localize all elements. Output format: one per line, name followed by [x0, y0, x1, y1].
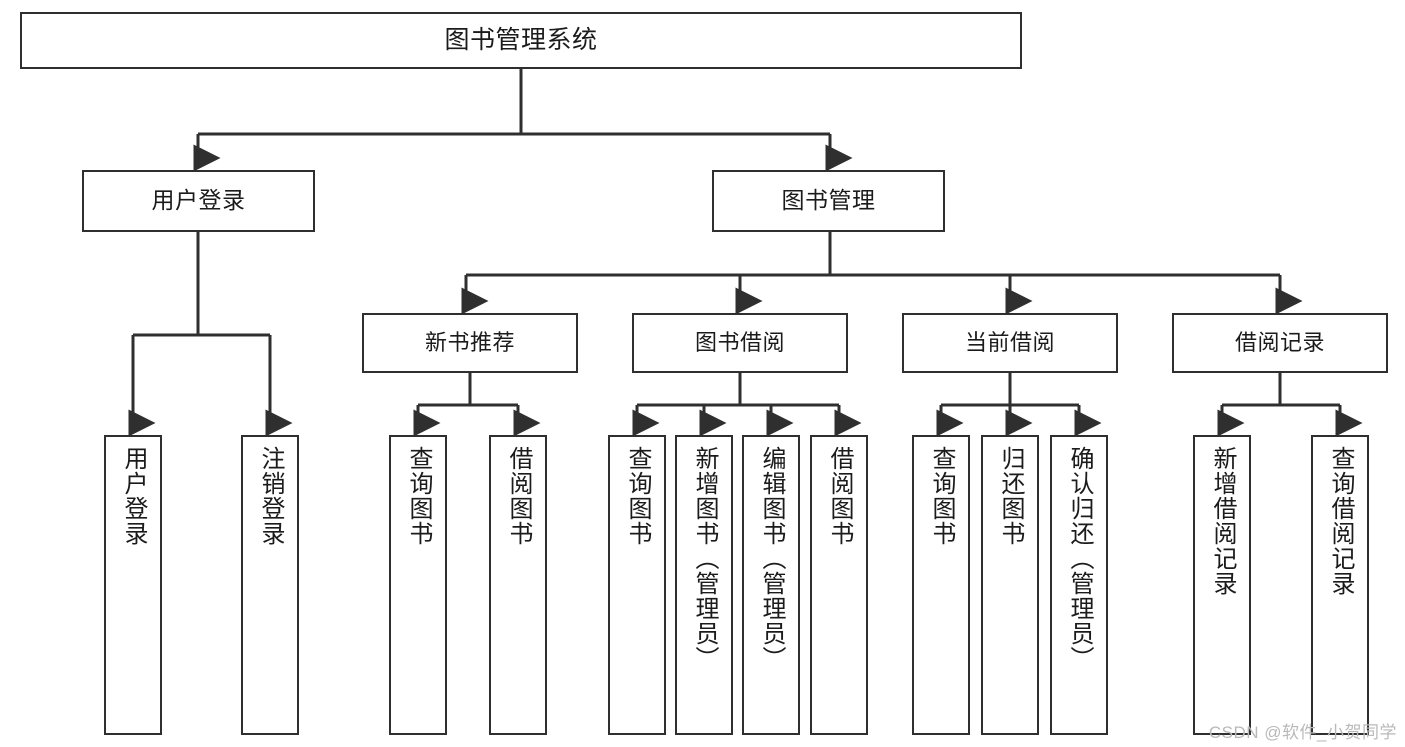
node-user-login[interactable]: 用户登录	[82, 170, 315, 232]
node-label: 归还图书	[996, 446, 1024, 546]
node-label: 查询图书	[927, 446, 955, 546]
leaf-borrow-book[interactable]: 借阅图书	[810, 435, 868, 735]
node-label: 新增图书（管理员）	[690, 446, 718, 671]
leaf-return-book[interactable]: 归还图书	[981, 435, 1039, 735]
node-root-system[interactable]: 图书管理系统	[20, 12, 1022, 69]
node-label: 用户登录	[151, 187, 246, 214]
node-label: 编辑图书（管理员）	[757, 446, 785, 671]
leaf-logout-login[interactable]: 注销登录	[241, 435, 299, 735]
node-book-management[interactable]: 图书管理	[712, 170, 945, 232]
node-label: 用户登录	[119, 446, 147, 546]
leaf-borrow-book-recommend[interactable]: 借阅图书	[489, 435, 547, 735]
leaf-query-book-recommend[interactable]: 查询图书	[389, 435, 447, 735]
leaf-confirm-return-admin[interactable]: 确认归还（管理员）	[1050, 435, 1108, 735]
watermark-text: CSDN @软件_小贺同学	[1208, 723, 1397, 742]
leaf-add-book-admin[interactable]: 新增图书（管理员）	[675, 435, 733, 735]
node-label: 当前借阅	[964, 329, 1055, 355]
leaf-query-borrow-record[interactable]: 查询借阅记录	[1311, 435, 1369, 735]
node-label: 确认归还（管理员）	[1065, 446, 1093, 671]
leaf-user-login[interactable]: 用户登录	[104, 435, 162, 735]
node-label: 新增借阅记录	[1208, 446, 1236, 596]
node-label: 查询图书	[623, 446, 651, 546]
node-label: 图书管理系统	[444, 25, 598, 54]
node-label: 新书推荐	[424, 329, 515, 355]
node-book-borrow[interactable]: 图书借阅	[632, 313, 848, 373]
node-current-borrow[interactable]: 当前借阅	[902, 313, 1118, 373]
node-label: 图书管理	[781, 187, 876, 214]
node-label: 借阅记录	[1234, 329, 1325, 355]
node-label: 注销登录	[256, 446, 284, 546]
node-borrow-record[interactable]: 借阅记录	[1172, 313, 1388, 373]
leaf-add-borrow-record[interactable]: 新增借阅记录	[1193, 435, 1251, 735]
node-label: 查询图书	[404, 446, 432, 546]
leaf-query-book-current[interactable]: 查询图书	[912, 435, 970, 735]
node-label: 借阅图书	[504, 446, 532, 546]
leaf-edit-book-admin[interactable]: 编辑图书（管理员）	[742, 435, 800, 735]
node-label: 图书借阅	[694, 329, 785, 355]
node-new-book-recommend[interactable]: 新书推荐	[362, 313, 578, 373]
node-label: 借阅图书	[825, 446, 853, 546]
leaf-query-book-borrow[interactable]: 查询图书	[608, 435, 666, 735]
node-label: 查询借阅记录	[1326, 446, 1354, 596]
